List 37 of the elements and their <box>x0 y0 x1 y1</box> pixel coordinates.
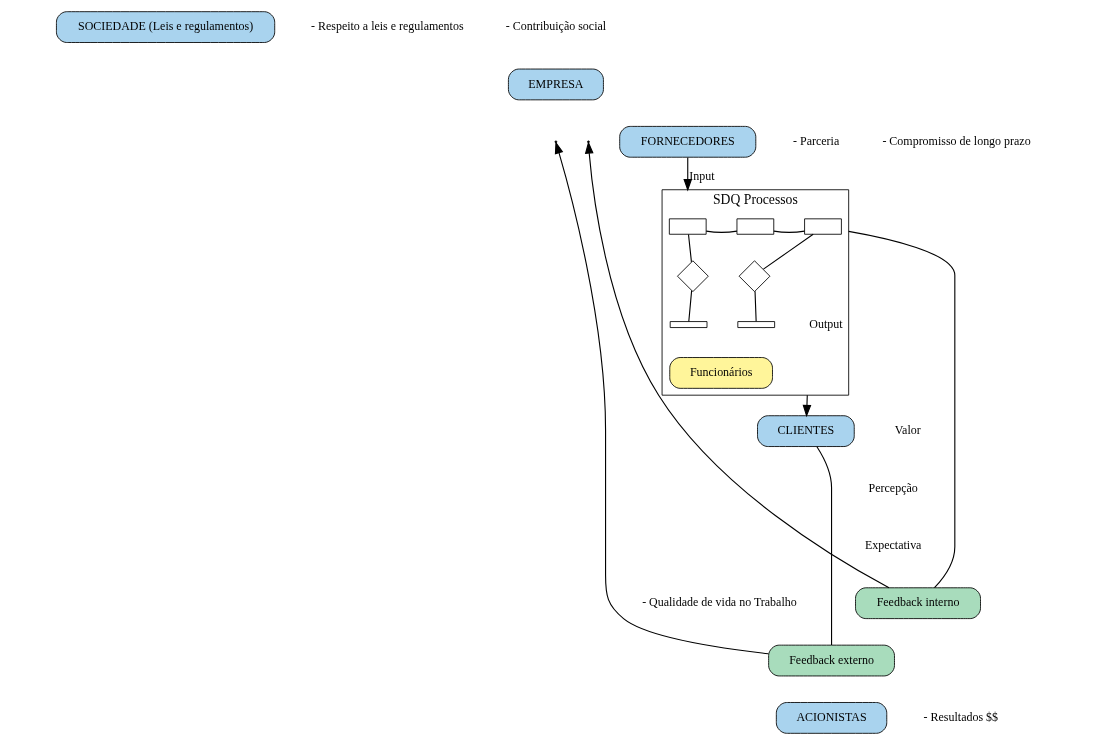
edge-label: Output <box>809 316 843 331</box>
arrow <box>584 141 890 589</box>
node-label: - Compromisso de longo prazo <box>882 133 1031 148</box>
edge-label: Input <box>689 168 715 183</box>
node-box: EMPRESA <box>508 68 604 101</box>
node-box: SOCIEDADE (Leis e regulamentos) <box>56 11 276 43</box>
node-bar <box>737 321 776 328</box>
node-box <box>668 218 707 235</box>
node-bar <box>669 321 708 328</box>
node-label: - Parceria <box>793 133 840 148</box>
connector <box>754 290 757 322</box>
node-box: CLIENTES <box>757 415 855 447</box>
connector <box>687 233 692 263</box>
connector <box>773 230 806 233</box>
node-box: FORNECEDORES <box>619 125 757 158</box>
node-label: - Resultados $$ <box>923 710 999 725</box>
node-box: Funcionários <box>669 357 773 389</box>
node-label: - Contribuição social <box>505 19 607 34</box>
node-box <box>804 218 842 235</box>
node-box: Feedback externo <box>768 644 895 677</box>
arrow <box>802 394 812 418</box>
label: Expectativa <box>864 538 922 553</box>
node-diamond <box>677 260 709 293</box>
node-box: ACIONISTAS <box>775 702 888 734</box>
label: - Qualidade de vida no Trabalho <box>642 595 797 610</box>
connector <box>688 290 693 323</box>
connector <box>762 233 814 270</box>
node-label: - Respeito a leis e regulamentos <box>311 19 464 34</box>
node-box <box>736 218 775 235</box>
connector <box>816 446 833 646</box>
node-box: Feedback interno <box>855 587 981 620</box>
arrow <box>683 156 693 192</box>
label: Valor <box>894 423 921 438</box>
label: Percepção <box>868 480 918 495</box>
connector <box>848 230 956 589</box>
connector <box>705 230 738 233</box>
node-diamond <box>738 260 771 293</box>
